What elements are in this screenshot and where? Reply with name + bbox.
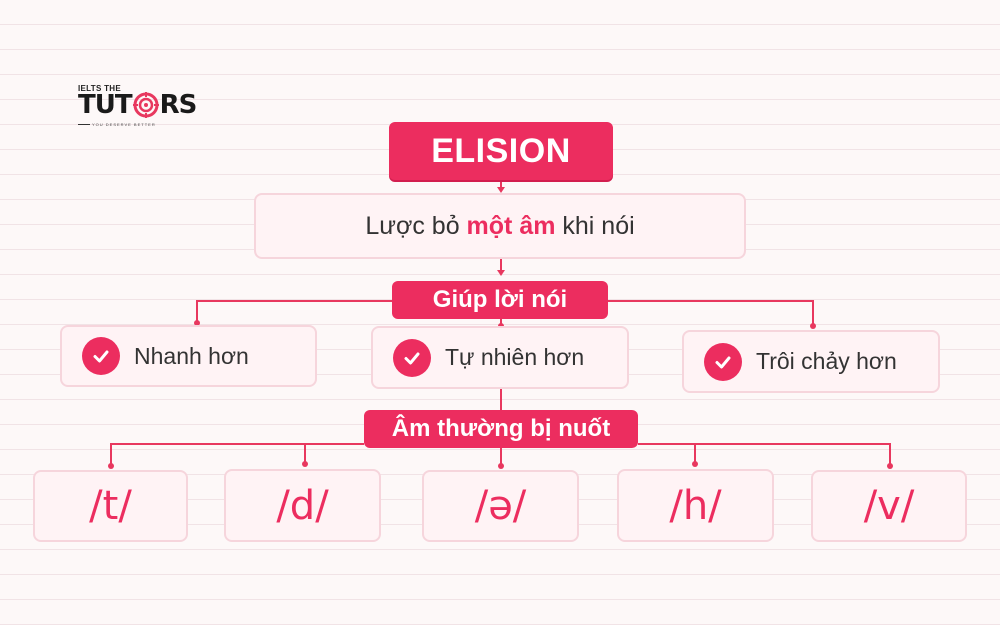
branch-left (196, 300, 392, 302)
check-icon (393, 338, 431, 377)
sounds-dot-2 (302, 461, 308, 467)
logo-divider (78, 124, 90, 125)
sounds-branch-right (638, 443, 891, 445)
sounds-header: Âm thường bị nuốt (364, 410, 638, 448)
connector-benefits-sounds (500, 389, 502, 411)
logo-tagline: YOU DESERVE BETTER (92, 122, 156, 127)
sounds-drop-1 (110, 443, 112, 465)
definition-box: Lược bỏ một âm khi nói (254, 193, 746, 259)
branch-right-dot (810, 323, 816, 329)
benefit-label: Tự nhiên hơn (445, 344, 585, 370)
benefit-card-faster: Nhanh hơn (60, 325, 317, 387)
diagram-title: ELISION (389, 122, 613, 180)
branch-right-drop (812, 300, 814, 325)
branch-right (608, 300, 814, 302)
sounds-drop-2 (304, 443, 306, 463)
brand-logo: IELTS THE TUT RS YOU DESERVE BETTER (78, 80, 197, 132)
logo-wordmark-right: RS (159, 90, 198, 120)
sounds-branch-left (110, 443, 364, 445)
sounds-dot-1 (108, 463, 114, 469)
logo-wordmark: TUT RS (78, 90, 198, 120)
sounds-drop-4 (694, 443, 696, 463)
branch-middle-drop (500, 318, 502, 326)
arrow-down-icon (497, 187, 505, 193)
check-icon (82, 337, 120, 375)
sound-card-t: /t/ (33, 470, 188, 542)
arrow-down-icon (497, 270, 505, 276)
branch-left-dot (194, 320, 200, 326)
logo-wordmark-left: TUT (78, 90, 133, 120)
sound-card-d: /d/ (224, 469, 381, 542)
connector-definition-benefits (500, 259, 502, 271)
sounds-drop-3 (500, 447, 502, 465)
definition-highlight: một âm (466, 211, 556, 240)
benefit-card-fluent: Trôi chảy hơn (682, 330, 940, 393)
benefit-label: Trôi chảy hơn (756, 348, 897, 374)
definition-text-after: khi nói (555, 211, 635, 240)
sound-card-schwa: /ə/ (422, 470, 579, 542)
logo-small-text: IELTS THE (78, 84, 121, 93)
sound-card-h: /h/ (617, 469, 774, 542)
sounds-drop-5 (889, 443, 891, 465)
definition-text-before: Lược bỏ (365, 211, 467, 240)
sound-card-v: /v/ (811, 470, 967, 542)
check-icon (704, 342, 742, 381)
benefit-label: Nhanh hơn (134, 342, 249, 369)
connector-title-definition (500, 180, 502, 188)
branch-left-drop (196, 300, 198, 322)
sounds-dot-5 (887, 463, 893, 469)
sounds-dot-3 (498, 463, 504, 469)
target-icon (132, 92, 159, 118)
benefits-header: Giúp lời nói (392, 281, 608, 319)
sounds-dot-4 (692, 461, 698, 467)
benefit-card-natural: Tự nhiên hơn (371, 326, 629, 389)
